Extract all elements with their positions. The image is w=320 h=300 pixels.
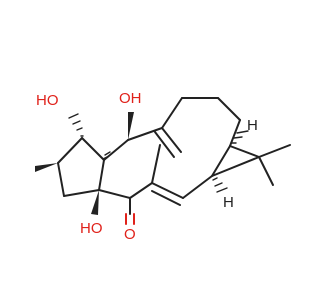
structure-canvas: HO HO xyxy=(35,90,291,243)
molecule-diagram: HO HO xyxy=(35,90,291,243)
hydroxyl-wedge-bond-top xyxy=(128,112,134,140)
cyclopropane-ring xyxy=(211,145,260,177)
methyl-wedge-bond xyxy=(35,163,58,172)
bond xyxy=(57,162,65,197)
bond xyxy=(103,139,129,161)
bond xyxy=(81,137,105,161)
bond xyxy=(57,137,83,164)
bond xyxy=(229,119,241,147)
bond xyxy=(211,156,260,177)
hydroxyl-wedge-bond xyxy=(91,190,99,215)
methylene-bond xyxy=(161,127,182,153)
bond xyxy=(161,97,183,129)
gem-methyl-bond xyxy=(258,144,291,158)
bond xyxy=(211,145,231,177)
bond xyxy=(229,145,260,158)
hashed-bond-ho-upper xyxy=(68,113,84,137)
methylene-bond xyxy=(154,131,175,158)
alkene-methyl-bond xyxy=(151,144,161,184)
macrocycle-ring xyxy=(98,97,241,206)
gem-methyl-bond xyxy=(258,156,274,186)
bond xyxy=(151,190,181,206)
bond xyxy=(98,159,105,191)
bond xyxy=(151,182,184,199)
hydrogen-label-top-right: H xyxy=(247,117,258,134)
bond xyxy=(127,127,163,141)
bond xyxy=(182,175,213,199)
bond xyxy=(129,182,153,199)
cyclopentane-ring xyxy=(57,137,105,197)
bond xyxy=(217,97,241,121)
bond xyxy=(98,189,131,199)
hashed-bond-h-bottom xyxy=(212,177,228,193)
hydrogen-label-bottom-right: H xyxy=(223,194,234,211)
hydroxyl-label-upper-left: HO xyxy=(36,92,59,109)
hashed-bond-h-top xyxy=(230,130,249,144)
hydroxyl-label-top: OH xyxy=(119,90,142,107)
bond xyxy=(63,189,100,197)
hydroxyl-label-lower-left: HO xyxy=(80,220,103,237)
ketone-oxygen-label: O xyxy=(124,226,136,243)
